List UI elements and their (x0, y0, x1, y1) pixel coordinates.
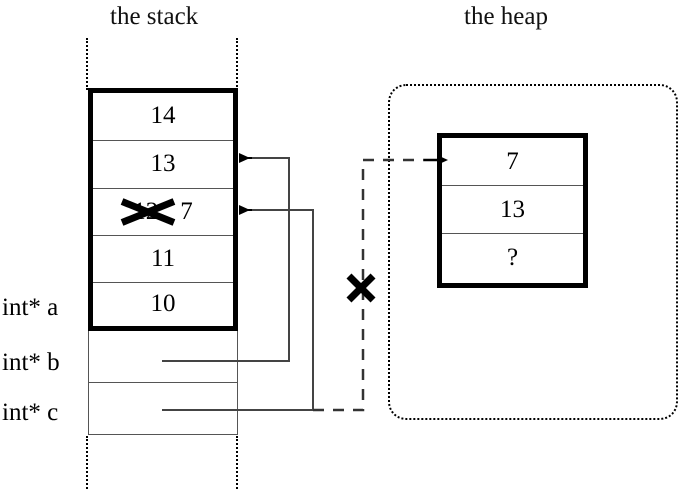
heap-title: the heap (464, 3, 548, 30)
stack-cell-pointer-c (89, 383, 237, 435)
variable-label-b: int* b (2, 349, 60, 376)
struck-value-group: 12 (120, 189, 176, 234)
variable-label-a: int* a (2, 294, 59, 321)
stack-cell-10: 10 (150, 290, 176, 317)
heap-block: 7 13 ? (437, 133, 588, 288)
stack-cell-pointer-b (89, 331, 237, 383)
stack-frame: 14 13 12 7 11 10 (88, 88, 238, 331)
stack-guide-bottom-left (86, 436, 88, 489)
stack-cell-new-value: 7 (180, 198, 193, 225)
dangling-pointer-x-mark (344, 271, 378, 305)
heap-cell-0: 7 (442, 138, 583, 186)
struck-value-text: 12 (133, 198, 159, 225)
stack-title: the stack (110, 3, 199, 30)
stack-cell-14: 14 (93, 93, 233, 141)
stack-guide-bottom-right (236, 436, 238, 489)
heap-cell-2: ? (506, 244, 519, 271)
variable-label-c: int* c (2, 399, 59, 426)
heap-cell-1: 13 (442, 186, 583, 234)
stack-cell-13: 13 (93, 141, 233, 189)
stack-tail (88, 331, 238, 435)
stack-cell-11: 11 (93, 236, 233, 283)
stack-cell-struck: 12 7 (93, 189, 233, 236)
stack-guide-top-left (86, 38, 88, 90)
stack-guide-top-right (236, 38, 238, 90)
